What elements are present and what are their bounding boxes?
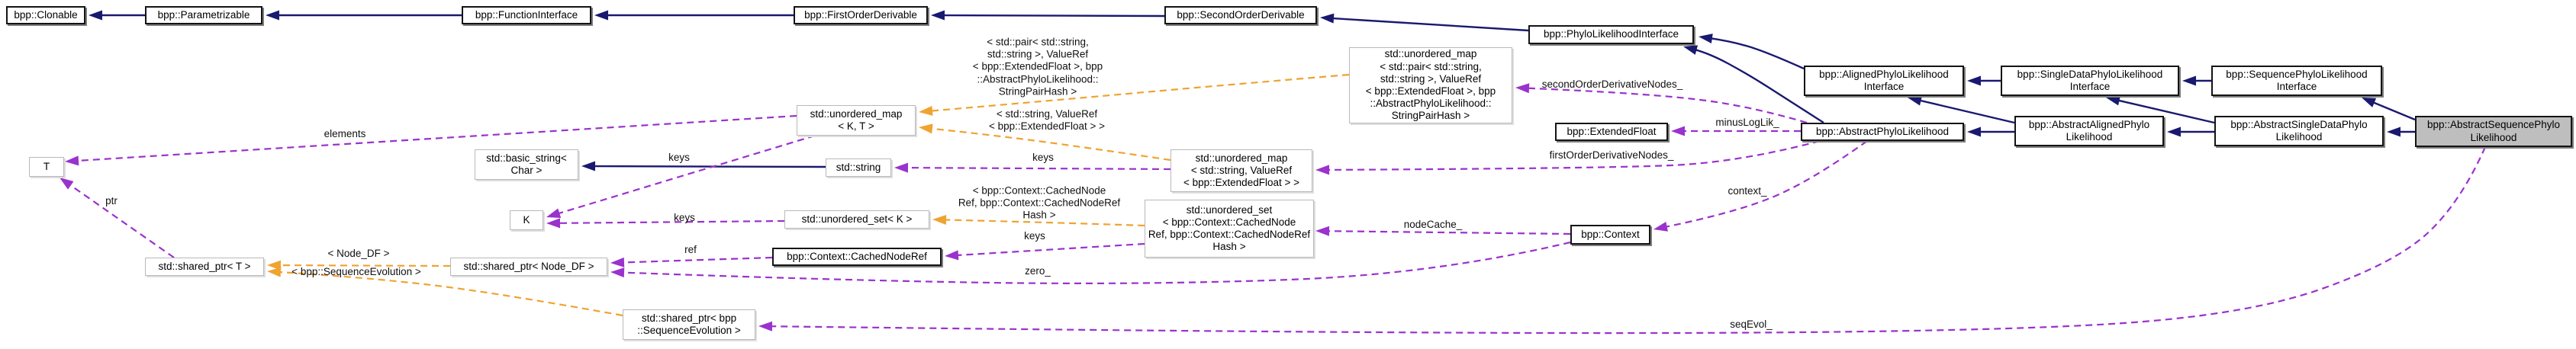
edge-sharedptrt-t bbox=[67, 182, 175, 258]
arrowhead-secondorder-firstorder bbox=[931, 10, 945, 21]
class-node-unordered-set-k: std::unordered_set< K > bbox=[784, 210, 929, 229]
arrowhead-mapkt-k bbox=[546, 208, 562, 218]
class-node-std-string: std::string bbox=[826, 158, 891, 177]
arrowhead-sharedptrseqevol-sharedptrt bbox=[267, 267, 282, 277]
class-node-second-order-derivable[interactable]: bpp::SecondOrderDerivable bbox=[1164, 6, 1317, 24]
arrowhead-abstractphylo-extendedfloat bbox=[1671, 126, 1685, 136]
class-node-phylo-likelihood-interface[interactable]: bpp::PhyloLikelihoodInterface bbox=[1528, 25, 1694, 44]
arrowhead-cachednoderef-sharedptrnodedf bbox=[610, 257, 625, 267]
class-node-sequence-phylo-likelihood-interface[interactable]: bpp::SequencePhyloLikelihood Interface bbox=[2211, 66, 2382, 96]
arrowhead-abstractphylo-context bbox=[1653, 222, 1668, 232]
edge-mapstringvalueref-mapkt bbox=[928, 127, 1171, 162]
arrowhead-context-sharedptrnodedf bbox=[610, 267, 625, 278]
arrowhead-setcachednoderef-setk bbox=[932, 214, 947, 225]
class-node-context-cachednoderef[interactable]: bpp::Context::CachedNodeRef bbox=[772, 248, 942, 266]
edge-setcachednoderef-cachednoderef bbox=[954, 242, 1145, 257]
arrowhead-mapkt-t bbox=[65, 155, 79, 166]
class-node-unordered-set-cachednoderef: std::unordered_set < bpp::Context::Cache… bbox=[1145, 200, 1314, 258]
arrowhead-abstractsequence-abstractsingle bbox=[2387, 126, 2401, 137]
arrowhead-mapstringvalueref-mapkt bbox=[919, 123, 933, 134]
arrowhead-abstractsequence-sequenceif bbox=[2362, 98, 2377, 107]
class-node-context[interactable]: bpp::Context bbox=[1570, 225, 1650, 245]
arrowhead-mapstringpair-mapkt bbox=[919, 105, 933, 116]
class-node-parametrizable[interactable]: bpp::Parametrizable bbox=[145, 6, 262, 24]
arrowhead-abstractphylo-mapstringpair bbox=[1515, 83, 1530, 94]
class-node-first-order-derivable[interactable]: bpp::FirstOrderDerivable bbox=[794, 6, 928, 24]
arrowhead-stdstring-basicstring bbox=[581, 161, 596, 171]
arrowhead-functioninterface-parametrizable bbox=[266, 10, 279, 21]
class-node-basic-string: std::basic_string< Char > bbox=[475, 149, 578, 180]
arrowhead-alignedinterface-phylointerface bbox=[1699, 34, 1713, 43]
edge-context-setcachednoderef bbox=[1325, 230, 1571, 235]
edge-abstractaligned-alignedif bbox=[1917, 98, 2015, 124]
arrowhead-sharedptrnodedf-sharedptrt bbox=[267, 260, 282, 271]
edge-mapkt-k bbox=[555, 134, 816, 216]
class-node-single-data-phylo-likelihood-interface[interactable]: bpp::SingleDataPhyloLikelihood Interface bbox=[2001, 66, 2179, 96]
class-node-abstract-single-data-phylo-likelihood[interactable]: bpp::AbstractSingleDataPhylo Likelihood bbox=[2214, 116, 2384, 146]
edge-setk-k bbox=[555, 219, 785, 224]
edge-phylointerface-secondorder bbox=[1329, 17, 1529, 32]
edge-abstractphylo-phylointerface bbox=[1692, 48, 1824, 124]
class-node-unordered-map-string-valueref: std::unordered_map < std::string, ValueR… bbox=[1170, 149, 1312, 192]
class-node-extended-float[interactable]: bpp::ExtendedFloat bbox=[1555, 123, 1668, 141]
arrowhead-sharedptrt-t bbox=[60, 178, 74, 190]
edge-sharedptrseqevol-sharedptrt bbox=[276, 271, 623, 317]
edge-context-sharedptrnodedf bbox=[620, 241, 1571, 284]
arrowhead-setk-k bbox=[546, 218, 561, 229]
edge-abstractphylo-mapstringpair bbox=[1525, 87, 1808, 124]
class-node-k-param: K bbox=[510, 210, 543, 230]
edge-abstractsequence-sharedptrseqevol bbox=[768, 146, 2487, 335]
arrowhead-firstorder-functioninterface bbox=[594, 10, 608, 21]
class-node-unordered-map-k-t: std::unordered_map < K, T > bbox=[797, 105, 916, 136]
arrowhead-abstractphylo-mapstringvalueref bbox=[1315, 165, 1330, 175]
edge-sharedptrnodedf-sharedptrt bbox=[276, 264, 451, 267]
class-node-shared-ptr-sequence-evolution: std::shared_ptr< bpp ::SequenceEvolution… bbox=[623, 309, 755, 340]
arrowhead-abstractaligned-alignedif bbox=[1908, 95, 1923, 106]
class-node-abstract-aligned-phylo-likelihood[interactable]: bpp::AbstractAlignedPhylo Likelihood bbox=[2014, 116, 2164, 146]
arrowhead-singledataif-alignedif bbox=[1967, 75, 1981, 86]
arrowhead-abstractphylo-phylointerface bbox=[1683, 45, 1699, 55]
edge-mapstringpair-mapkt bbox=[928, 73, 1350, 112]
arrowhead-abstractsingle-singledataif bbox=[2106, 95, 2121, 106]
edge-setcachednoderef-setk bbox=[942, 219, 1145, 227]
class-node-aligned-phylo-likelihood-interface[interactable]: bpp::AlignedPhyloLikelihood Interface bbox=[1804, 66, 1964, 96]
class-node-t-param: T bbox=[29, 157, 64, 177]
class-node-abstract-sequence-phylo-likelihood: bpp::AbstractSequencePhylo Likelihood bbox=[2415, 116, 2572, 147]
arrowhead-abstractsequence-sharedptrseqevol bbox=[758, 321, 773, 331]
arrowhead-parametrizable-clonable bbox=[89, 10, 102, 21]
edge-abstractphylo-mapstringvalueref bbox=[1325, 139, 1821, 171]
arrowhead-setcachednoderef-cachednoderef bbox=[945, 250, 959, 261]
arrowhead-abstractaligned-abstractphylo bbox=[1967, 126, 1981, 137]
class-node-unordered-map-string-pair: std::unordered_map < std::pair< std::str… bbox=[1349, 47, 1512, 123]
edge-alignedinterface-phylointerface bbox=[1708, 37, 1805, 70]
edge-mapstringvalueref-stdstring bbox=[903, 166, 1171, 171]
edge-secondorder-firstorder bbox=[940, 14, 1165, 18]
arrowhead-abstractsingle-abstractaligned bbox=[2167, 126, 2181, 137]
class-node-abstract-phylo-likelihood[interactable]: bpp::AbstractPhyloLikelihood bbox=[1801, 123, 1964, 141]
edge-cachednoderef-sharedptrnodedf bbox=[620, 256, 773, 264]
arrowhead-sequenceif-singledataif bbox=[2182, 75, 2196, 86]
edge-abstractsequence-sequenceif bbox=[2370, 100, 2416, 121]
arrowhead-context-setcachednoderef bbox=[1315, 226, 1330, 236]
edge-stdstring-basicstring bbox=[591, 165, 826, 168]
edge-mapkt-t bbox=[74, 114, 797, 162]
class-node-clonable[interactable]: bpp::Clonable bbox=[6, 6, 85, 24]
edge-abstractsingle-singledataif bbox=[2115, 98, 2215, 124]
arrowhead-mapstringvalueref-stdstring bbox=[894, 162, 909, 173]
class-node-shared-ptr-node-df: std::shared_ptr< Node_DF > bbox=[450, 258, 607, 276]
edge-abstractphylo-context bbox=[1663, 140, 1868, 229]
class-node-shared-ptr-t: std::shared_ptr< T > bbox=[145, 258, 264, 276]
class-node-function-interface[interactable]: bpp::FunctionInterface bbox=[462, 6, 591, 24]
arrowhead-phylointerface-secondorder bbox=[1320, 13, 1335, 24]
